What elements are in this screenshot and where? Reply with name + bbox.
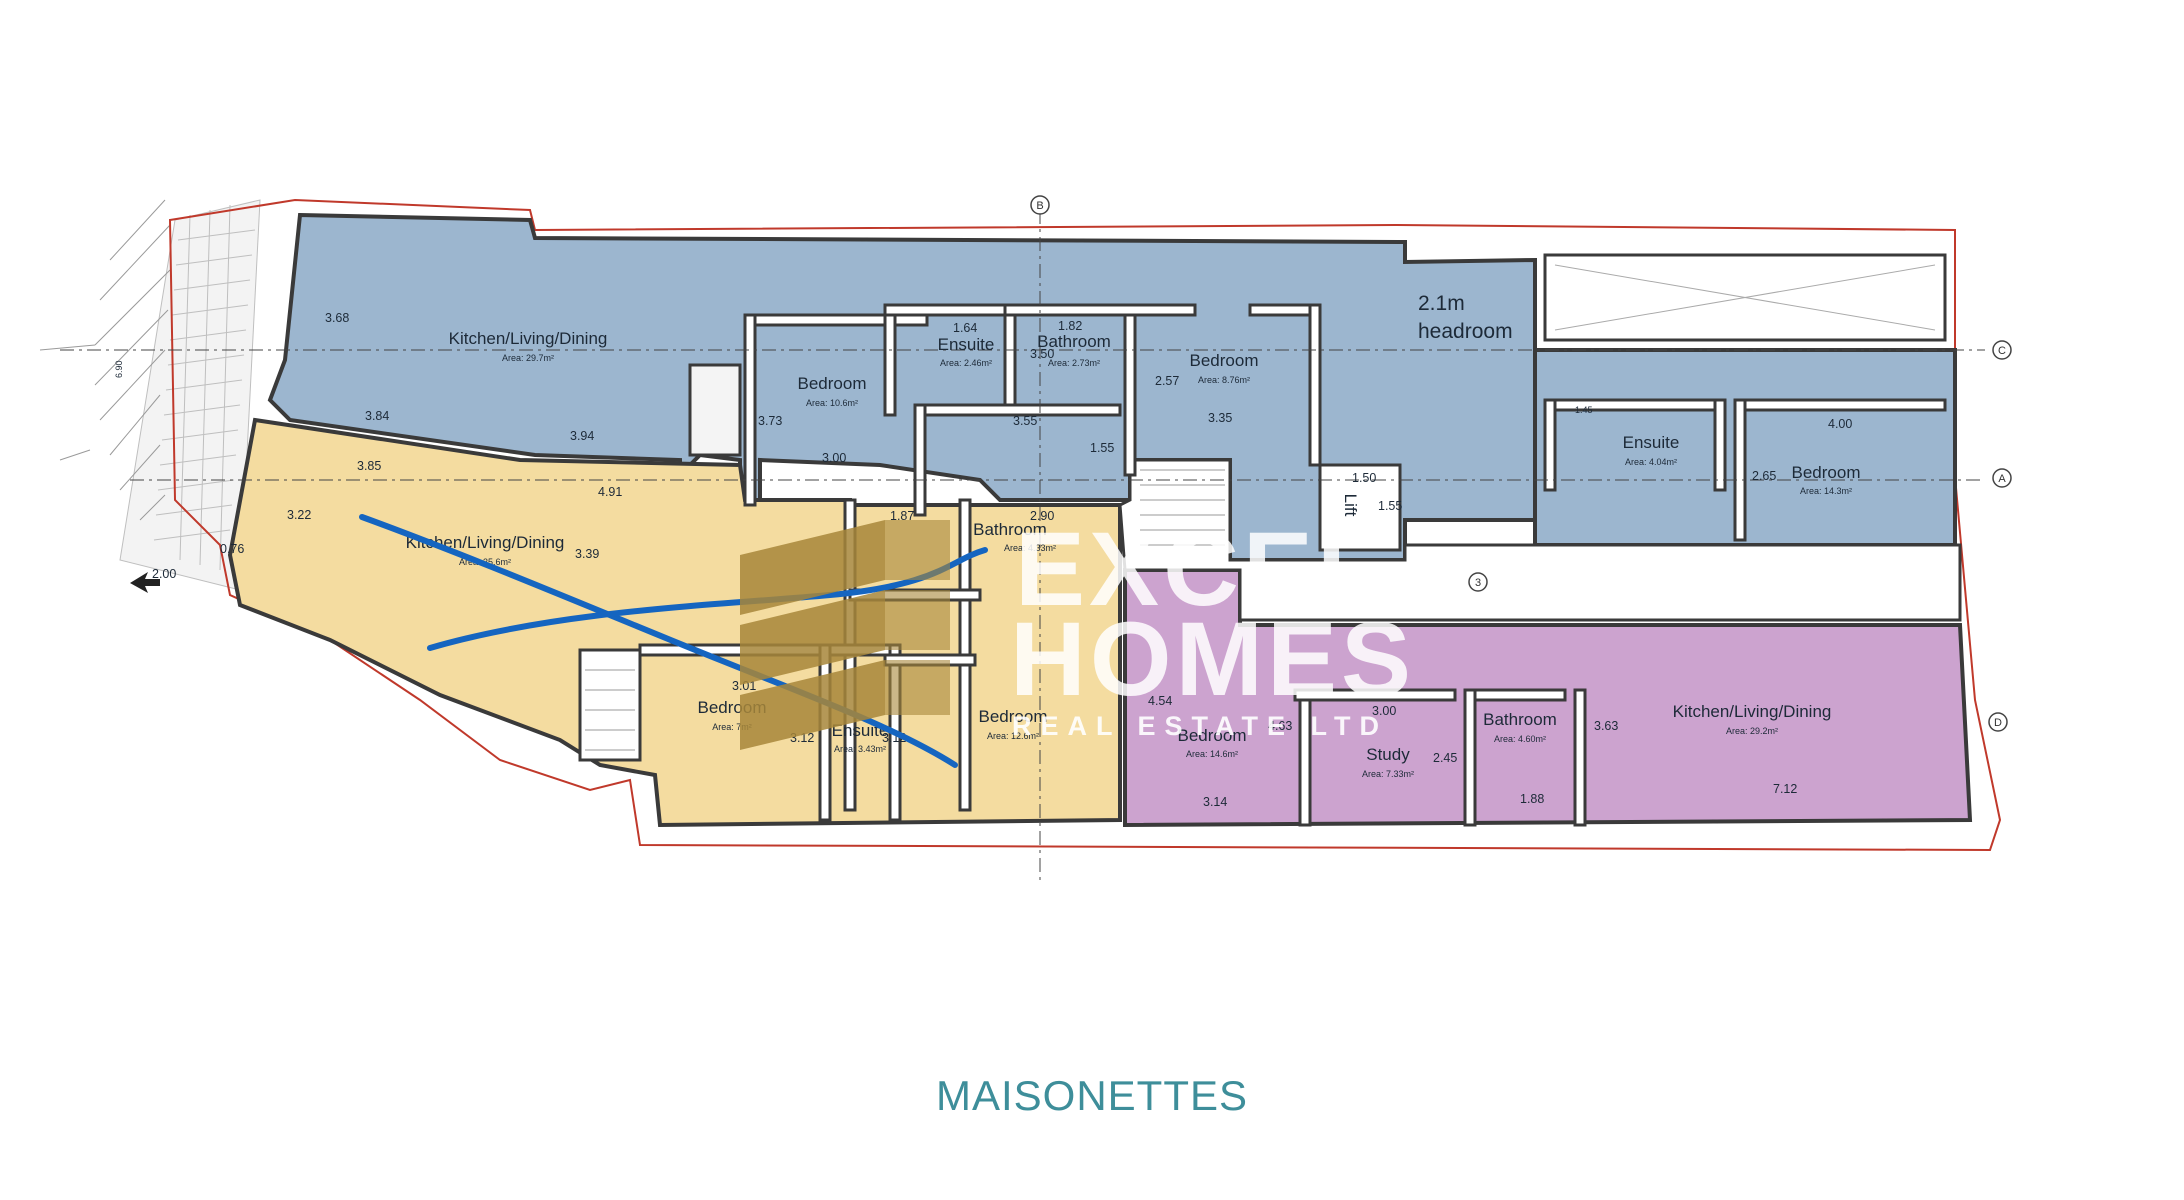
room-name: Bedroom: [979, 707, 1048, 726]
room-name: Bathroom: [1483, 710, 1557, 729]
dimension: 4.63: [1268, 719, 1292, 733]
diagonal-hatch: [39, 199, 171, 521]
corridor: [1118, 458, 1962, 622]
dimension: 3.50: [1030, 347, 1054, 361]
dimension: 3.68: [325, 311, 349, 325]
dimension: 1.88: [1520, 792, 1544, 806]
dimension: 2.00: [152, 567, 176, 581]
stair-south: [578, 648, 642, 762]
dimension: 2.90: [1030, 509, 1054, 523]
room-area: Area: 3.43m²: [834, 744, 886, 754]
room-area: Area: 10.6m²: [806, 398, 858, 408]
room-area: Area: 12.6m²: [987, 731, 1039, 741]
room-area: Area: 2.46m²: [940, 358, 992, 368]
grid-lines: [60, 210, 1985, 880]
dimension: 0.76: [220, 542, 244, 556]
grid-marker-a: A: [1998, 473, 2006, 485]
dimension: 6.90: [114, 360, 124, 378]
room-area: Area: 8.76m²: [1198, 375, 1250, 385]
room-name: Bathroom: [973, 520, 1047, 539]
dimension: 3.63: [1594, 719, 1618, 733]
dimension: 1.55: [1090, 441, 1114, 455]
room-area: Area: 4.04m²: [1625, 457, 1677, 467]
dimension: 7.12: [1773, 782, 1797, 796]
dimension: 2.65: [1752, 469, 1776, 483]
dimension: 3.84: [365, 409, 389, 423]
dimension: 4.00: [1828, 417, 1852, 431]
dimension: 3.73: [758, 414, 782, 428]
dimension: 2.45: [1433, 751, 1457, 765]
room-name: Study: [1366, 745, 1410, 764]
room-area: Area: 29.7m²: [502, 353, 554, 363]
room-area: Area: 14.3m²: [1800, 486, 1852, 496]
dimension: 2.57: [1155, 374, 1179, 388]
room-area: Area: 29.2m²: [1726, 726, 1778, 736]
grid-marker-c: C: [1998, 345, 2006, 357]
room-name: Kitchen/Living/Dining: [1673, 702, 1832, 721]
room-name: Bathroom: [1037, 332, 1111, 351]
watermark: [740, 520, 950, 750]
room-area: Area: 4.60m²: [1494, 734, 1546, 744]
dimension: 1.45: [1575, 405, 1593, 415]
room-name: Kitchen/Living/Dining: [449, 329, 608, 348]
grid-marker-b: B: [1036, 200, 1043, 212]
room-area: Area: 7.33m²: [1362, 769, 1414, 779]
dimension: 3.35: [1208, 411, 1232, 425]
logo-icon: [740, 520, 885, 615]
dimension: 1.55: [1378, 499, 1402, 513]
lift-label: Lift: [1341, 494, 1360, 517]
dimension: 4.54: [1148, 694, 1172, 708]
room-name: Bedroom: [1190, 351, 1259, 370]
headroom-height: 2.1m: [1418, 292, 1465, 315]
arrow-icon: [130, 572, 160, 593]
dimension: 1.50: [1352, 471, 1376, 485]
watermark-line2: HOMES: [1010, 601, 1415, 718]
headroom-label: headroom: [1418, 320, 1513, 343]
dimension: 3.94: [570, 429, 594, 443]
dimension: 3.39: [575, 547, 599, 561]
watermark-line1: EXCEL: [1015, 511, 1385, 628]
dimension: 1.64: [953, 321, 977, 335]
dimension: 3.00: [1372, 704, 1396, 718]
room-area: Area: 14.6m²: [1186, 749, 1238, 759]
dimension: 1.87: [890, 509, 914, 523]
room-name: Ensuite: [938, 335, 995, 354]
room-area: Area: 4.33m²: [1004, 543, 1056, 553]
dimension: 3.00: [822, 451, 846, 465]
room-name: Bedroom: [1178, 726, 1247, 745]
room-area: Area: 2.73m²: [1048, 358, 1100, 368]
dimension: 4.91: [598, 485, 622, 499]
dimension-labels: 3.68 3.84 3.94 1.64 1.82 3.50 2.57 3.35 …: [114, 311, 1852, 809]
room-name: Bedroom: [1792, 463, 1861, 482]
stair: [1140, 469, 1225, 546]
grid-markers: [1030, 195, 2012, 732]
dimension: 1.82: [1058, 319, 1082, 333]
grid-marker-3: 3: [1475, 577, 1481, 589]
dimension: 3.85: [357, 459, 381, 473]
room-area: Area: 7m²: [712, 722, 752, 732]
room-name: Bedroom: [798, 374, 867, 393]
unit-blue: [267, 212, 1537, 562]
dimension: 3.55: [1013, 414, 1037, 428]
dimension: 3.14: [1203, 795, 1227, 809]
room-name: Ensuite: [1623, 433, 1680, 452]
grid-marker-d: D: [1994, 717, 2002, 729]
void-hatch: [1554, 264, 1936, 331]
plan-caption: MAISONETTES: [935, 1072, 1249, 1119]
dimension: 3.22: [287, 508, 311, 522]
watermark-line3: REAL ESTATE LTD: [1012, 711, 1388, 741]
